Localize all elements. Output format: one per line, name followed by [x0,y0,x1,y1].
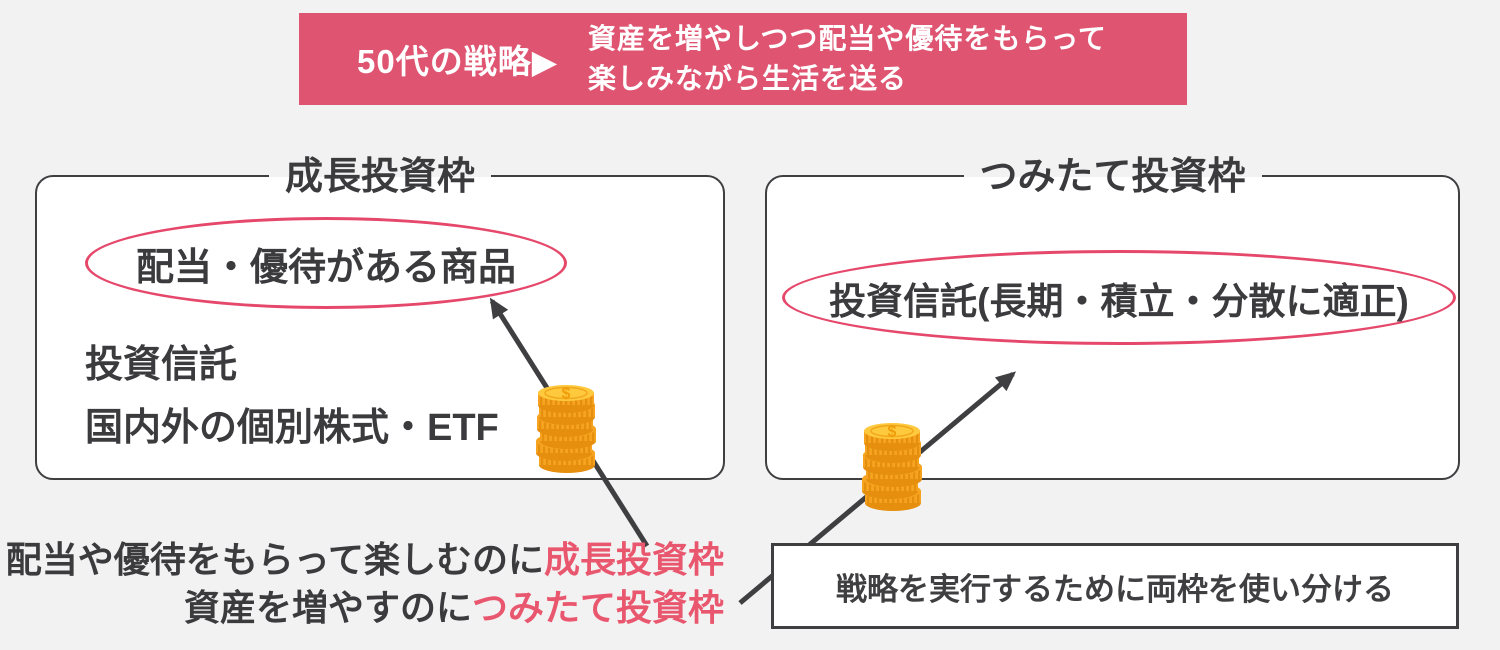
banner-description: 資産を増やしつつ配当や優待をもらって 楽しみながら生活を送る [588,19,1107,99]
note-line2-plain: 資産を増やすのに [183,587,472,628]
note-line2: 資産を増やすのにつみたて投資枠 [6,584,724,632]
note-line1-plain: 配当や優待をもらって楽しむのに [5,539,544,580]
strategy-banner: 50代の戦略▶ 資産を増やしつつ配当や優待をもらって 楽しみながら生活を送る [299,13,1187,105]
growth-box-title: 成長投資枠 [268,154,492,200]
growth-highlight-text: 配当・優待がある商品 [135,246,516,289]
note-line1-accent: 成長投資枠 [543,539,724,580]
note-line1: 配当や優待をもらって楽しむのに成長投資枠 [6,536,724,584]
tsumitate-highlight-oval: 投資信託(長期・積立・分散に適正) [782,250,1456,345]
banner-description-line2: 楽しみながら生活を送る [588,63,908,94]
frame-usage-note: 配当や優待をもらって楽しむのに成長投資枠 資産を増やすのにつみたて投資枠 [6,536,724,632]
note-line2-accent: つみたて投資枠 [471,587,724,628]
banner-description-line1: 資産を増やしつつ配当や優待をもらって [588,23,1107,54]
strategy-summary-box: 戦略を実行するために両枠を使い分ける [771,543,1459,629]
tsumitate-box-title: つみたて投資枠 [963,154,1262,200]
banner-age-label: 50代の戦略▶ [357,43,559,80]
tsumitate-highlight-text: 投資信託(長期・積立・分散に適正) [829,280,1409,322]
strategy-summary-text: 戦略を実行するために両枠を使い分ける [836,571,1394,607]
growth-highlight-oval: 配当・優待がある商品 [85,217,567,309]
growth-item-stocks-etf: 国内外の個別株式・ETF [85,407,499,449]
growth-item-trust: 投資信託 [85,344,238,386]
